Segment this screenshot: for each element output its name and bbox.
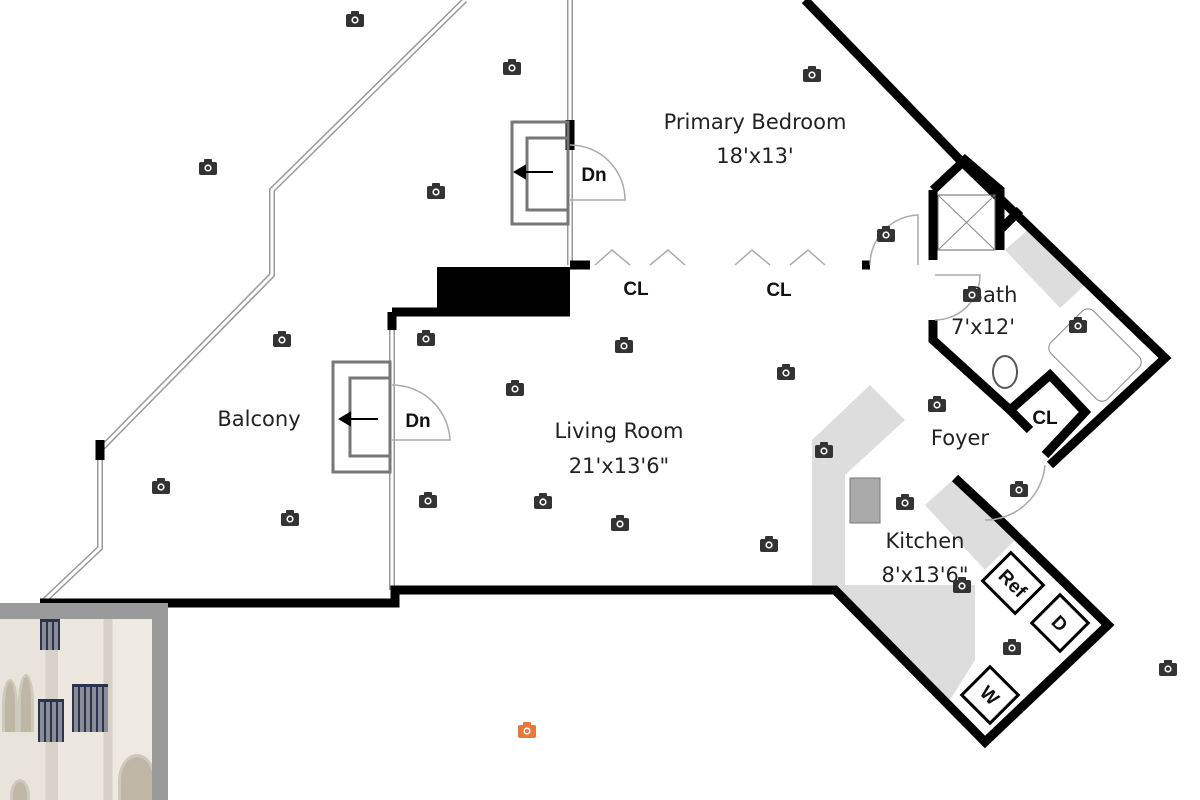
camera-icon[interactable] bbox=[506, 380, 524, 396]
camera-icon[interactable] bbox=[611, 515, 629, 531]
down-arrow-lower bbox=[338, 411, 378, 427]
camera-icon[interactable] bbox=[1003, 639, 1021, 655]
shower bbox=[937, 194, 996, 251]
closet-label-3: CL bbox=[1032, 408, 1058, 429]
shower-x bbox=[937, 194, 996, 251]
camera-icon[interactable] bbox=[803, 66, 821, 82]
bath-vanity bbox=[1005, 228, 1085, 308]
room-name-living-room: Living Room bbox=[555, 419, 684, 443]
camera-icon[interactable] bbox=[503, 59, 521, 75]
camera-icon[interactable] bbox=[1010, 481, 1028, 497]
camera-icon[interactable] bbox=[615, 337, 633, 353]
kitchen-counter-lower bbox=[835, 585, 975, 700]
building-exterior-photo bbox=[0, 619, 152, 800]
camera-icon[interactable] bbox=[152, 478, 170, 494]
walls bbox=[40, 0, 1172, 749]
room-name-balcony: Balcony bbox=[217, 407, 300, 431]
balcony-railing bbox=[38, 699, 64, 742]
camera-icon[interactable] bbox=[273, 331, 291, 347]
down-label-upper: Dn bbox=[581, 165, 606, 186]
bathtub bbox=[1048, 308, 1142, 402]
camera-icon[interactable] bbox=[417, 330, 435, 346]
doors bbox=[391, 144, 1046, 521]
kitchen-counter bbox=[812, 385, 905, 585]
camera-icon[interactable] bbox=[760, 536, 778, 552]
camera-icon[interactable] bbox=[534, 493, 552, 509]
down-label-lower: Dn bbox=[405, 411, 430, 432]
stairs-upper bbox=[510, 120, 570, 226]
balcony-railing bbox=[40, 619, 60, 650]
photo-thumbnail[interactable] bbox=[0, 603, 168, 800]
washer: W bbox=[959, 664, 1021, 726]
camera-icon[interactable] bbox=[896, 494, 914, 510]
arch bbox=[2, 679, 18, 732]
room-size-living-room: 21'x13'6" bbox=[569, 454, 669, 478]
camera-icon[interactable] bbox=[777, 364, 795, 380]
room-size-primary-bedroom: 18'x13' bbox=[716, 144, 793, 168]
structural-column bbox=[437, 267, 570, 312]
camera-icon[interactable] bbox=[346, 11, 364, 27]
dryer: D bbox=[1029, 592, 1091, 654]
camera-icon[interactable] bbox=[199, 159, 217, 175]
camera-icon[interactable] bbox=[1069, 317, 1087, 333]
arch bbox=[10, 779, 30, 800]
balcony-railing bbox=[72, 684, 108, 732]
refrigerator: Ref bbox=[980, 550, 1046, 616]
camera-icon[interactable] bbox=[877, 226, 895, 242]
room-name-foyer: Foyer bbox=[931, 426, 990, 450]
camera-icon[interactable] bbox=[419, 492, 437, 508]
kitchen-sink bbox=[849, 477, 881, 524]
down-arrow-upper bbox=[513, 164, 553, 180]
camera-icon[interactable] bbox=[928, 396, 946, 412]
camera-icon[interactable] bbox=[427, 183, 445, 199]
room-name-primary-bedroom: Primary Bedroom bbox=[664, 110, 847, 134]
closet-label-1: CL bbox=[623, 279, 649, 300]
camera-icon-active[interactable] bbox=[518, 722, 536, 738]
camera-icon[interactable] bbox=[281, 510, 299, 526]
room-name-kitchen: Kitchen bbox=[886, 529, 965, 553]
room-size-bath: 7'x12' bbox=[951, 315, 1015, 339]
arch bbox=[118, 754, 152, 800]
camera-icon[interactable] bbox=[1159, 660, 1177, 676]
arch bbox=[18, 674, 34, 732]
kitchen-counter-right bbox=[925, 478, 1015, 570]
toilet bbox=[992, 355, 1018, 389]
closet-label-2: CL bbox=[766, 280, 792, 301]
